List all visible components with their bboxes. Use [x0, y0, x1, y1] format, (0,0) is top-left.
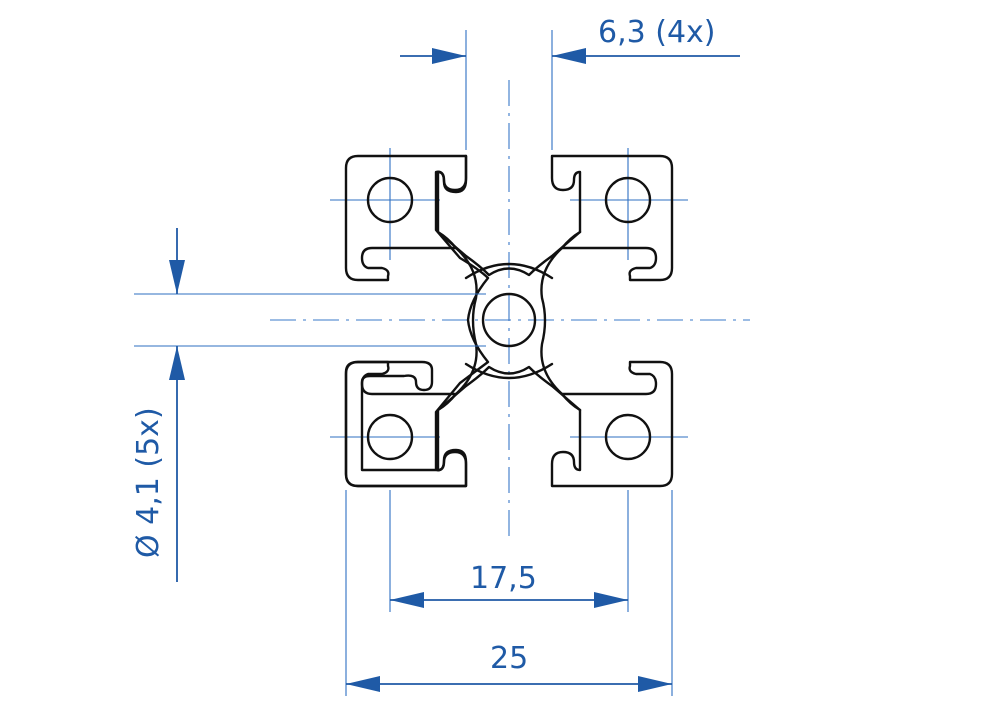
- bore-top-left: [366, 176, 414, 224]
- web-arc-right: [540, 246, 564, 396]
- centerlines: [270, 80, 750, 540]
- label-slot-width: 6,3 (4x): [598, 15, 716, 50]
- label-overall-width: 25: [490, 641, 528, 676]
- center-void-top: [464, 262, 554, 280]
- corner-pad-top-left: [344, 154, 468, 282]
- bore-bottom-right: [604, 413, 652, 461]
- arrow-bore-top: [169, 260, 185, 294]
- corner-pad-bottom-left: [344, 360, 468, 488]
- arrow-overall-right: [638, 676, 672, 692]
- profile-body: [344, 154, 674, 488]
- dimension-bore-diameter: Ø 4,1 (5x): [131, 228, 486, 582]
- bores: [366, 176, 652, 461]
- dimension-slot-width: 6,3 (4x): [400, 15, 740, 150]
- arrow-spacing-right: [594, 592, 628, 608]
- dimension-overall-width: 25: [345, 490, 673, 696]
- arrow-bore-bottom: [169, 346, 185, 380]
- arrow-spacing-left: [390, 592, 424, 608]
- web-arc-bottom: [436, 365, 582, 412]
- web-arc-top: [436, 230, 582, 277]
- bore-bottom-left: [366, 413, 414, 461]
- label-hole-spacing: 17,5: [470, 561, 537, 596]
- center-void-bottom: [464, 362, 554, 380]
- arrow-slot-left: [432, 48, 466, 64]
- dimension-hole-spacing: 17,5: [389, 490, 629, 612]
- web-arc-left: [454, 246, 478, 396]
- bore-top-right: [604, 176, 652, 224]
- corner-pad-top-right: [550, 154, 674, 282]
- label-bore-diameter: Ø 4,1 (5x): [131, 407, 166, 558]
- arrow-overall-left: [346, 676, 380, 692]
- corner-pad-bottom-right: [550, 360, 674, 488]
- bore-center: [481, 292, 537, 348]
- arrow-slot-right: [552, 48, 586, 64]
